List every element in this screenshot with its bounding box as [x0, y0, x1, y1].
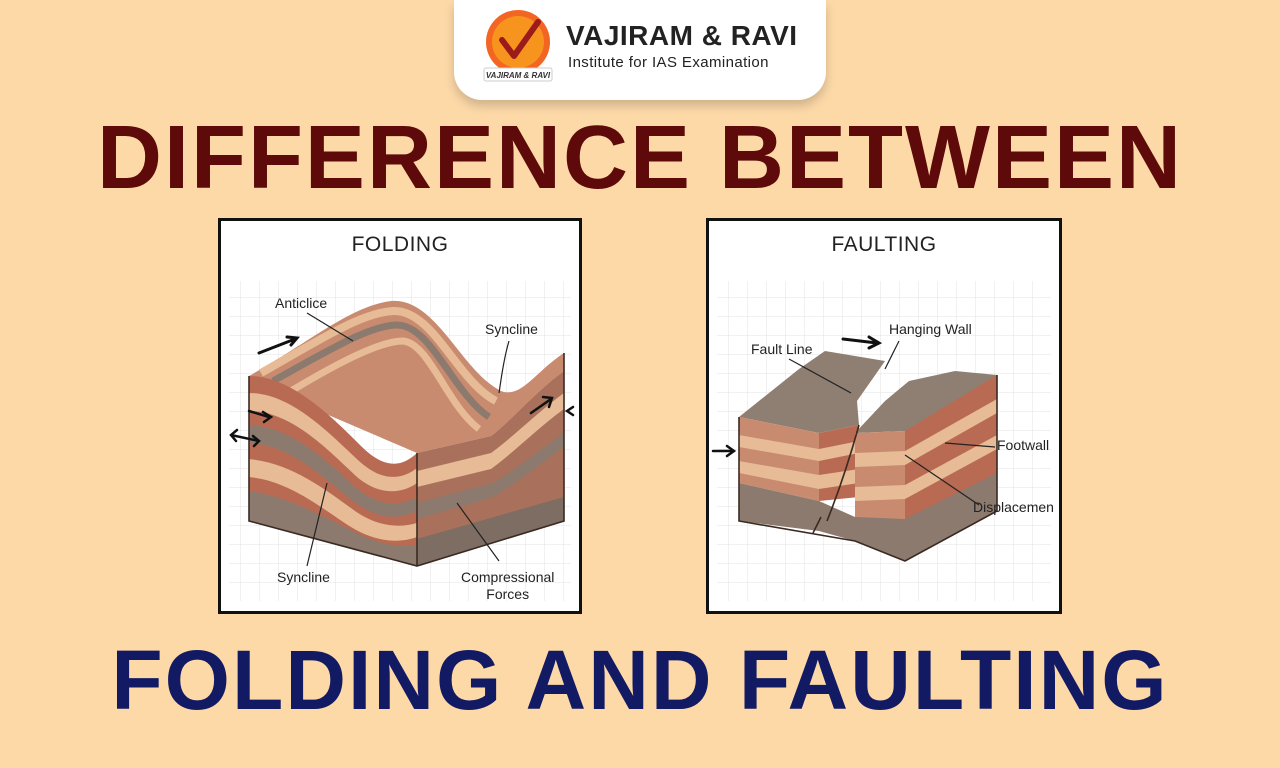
logo-subtitle: Institute for IAS Examination [568, 54, 769, 71]
logo-box: VAJIRAM & RAVI VAJIRAM & RAVI Institute … [454, 0, 826, 100]
label-anticline: Anticlice [275, 295, 328, 311]
label-syncline-bottom: Syncline [277, 569, 330, 585]
label-syncline-top: Syncline [485, 321, 538, 337]
label-displacement: Displacemen [973, 499, 1054, 515]
folding-outline [248, 353, 565, 567]
headline-bottom: FOLDING AND FAULTING [111, 633, 1169, 727]
folding-double-arrow-icon [229, 428, 261, 448]
leader-line [904, 454, 980, 506]
folding-top-stripe [271, 321, 492, 420]
leader-line [306, 482, 328, 567]
folding-title: FOLDING [351, 233, 449, 256]
label-compressional-line2: Forces [486, 586, 530, 602]
hanging-wall-top [739, 351, 885, 433]
faulting-title: FAULTING [831, 233, 937, 256]
headline-top: DIFFERENCE BETWEEN [96, 108, 1184, 208]
folding-arrow-icon [529, 395, 554, 415]
folding-arrow-icon [247, 409, 274, 424]
folding-right-bedrock [417, 497, 564, 566]
fault-line-crack [812, 424, 860, 534]
footwall-bedrock [855, 473, 997, 561]
faulting-arrow-icon [711, 444, 737, 458]
footwall-layer [855, 435, 997, 501]
logo-name: VAJIRAM & RAVI [566, 20, 798, 51]
label-footwall: Footwall [997, 437, 1050, 453]
leader-line [456, 502, 500, 562]
folding-right-layer [417, 393, 564, 487]
folding-diagram [229, 281, 575, 601]
leader-line [306, 312, 354, 342]
folding-front-layer [249, 425, 417, 517]
folding-front-layer [249, 459, 417, 541]
folding-front-layer [249, 393, 417, 492]
label-compressional-forces: Compressional Forces [461, 569, 554, 603]
logo-emblem-text: VAJIRAM & RAVI [486, 71, 551, 80]
folding-right-layer [417, 433, 564, 519]
logo-emblem-icon: VAJIRAM & RAVI [483, 10, 553, 82]
leader-line [498, 340, 510, 394]
folding-top-stripe [289, 337, 482, 432]
folding-arrow-icon [257, 335, 301, 355]
label-compressional-line1: Compressional [461, 569, 555, 585]
folding-top-stripe [259, 306, 499, 405]
leader-line [944, 442, 996, 448]
folding-panel: FOLDING Anticlice Syncline Syncline Comp… [218, 218, 582, 614]
label-fault-line: Fault Line [751, 341, 813, 357]
faulting-outline [738, 375, 998, 562]
footwall-layer [855, 399, 997, 467]
hanging-wall-layer [739, 461, 859, 489]
leader-line [788, 358, 852, 394]
folding-front-bedrock [249, 491, 417, 566]
leader-line [884, 340, 900, 370]
fault-base [739, 483, 855, 541]
faulting-arrow-icon [841, 335, 883, 350]
folding-arrow-icon [564, 405, 575, 417]
faulting-diagram [711, 281, 1051, 601]
faulting-panel: FAULTING Fault Line Hanging Wall Footwal… [706, 218, 1062, 614]
label-hanging-wall: Hanging Wall [889, 321, 972, 337]
hanging-wall-layer [739, 435, 859, 461]
